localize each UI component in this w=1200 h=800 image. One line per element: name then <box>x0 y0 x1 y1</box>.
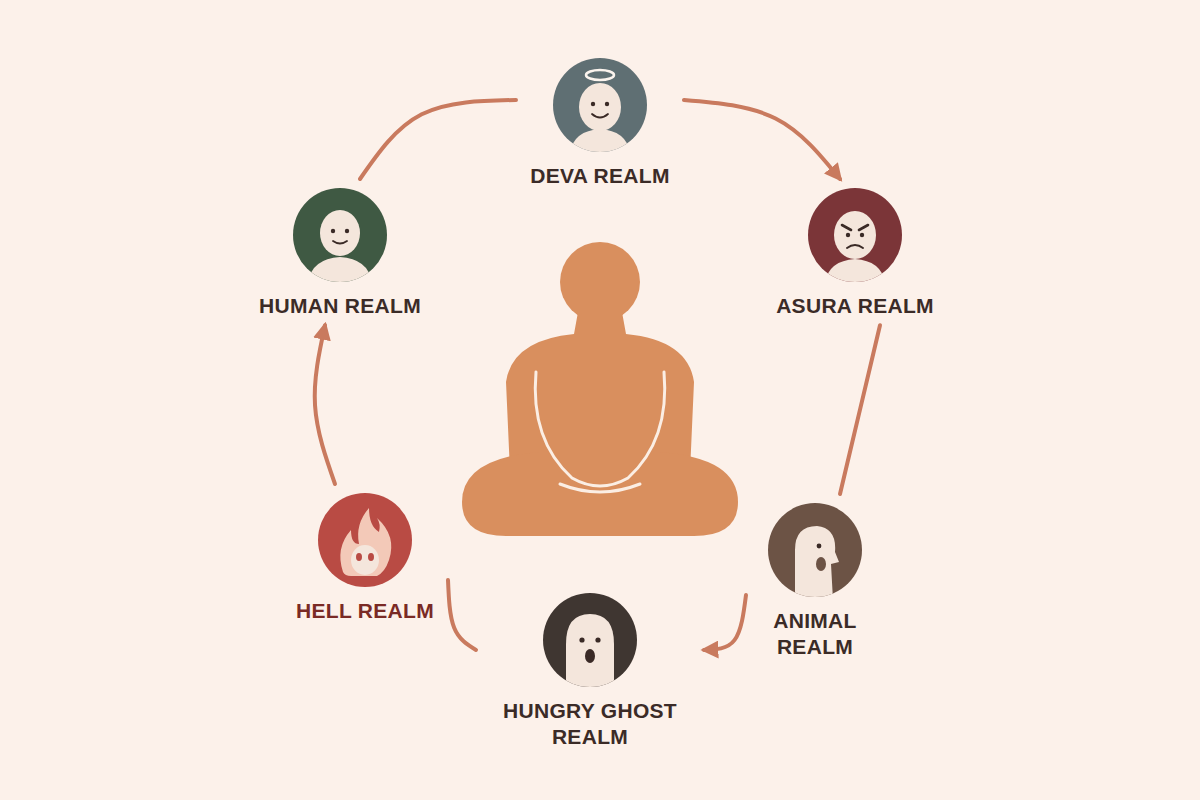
realm-label: DEVA REALM <box>530 163 670 189</box>
cycle-arrow <box>704 595 746 650</box>
meditating-figure <box>462 242 738 536</box>
realm-icon <box>765 500 865 600</box>
realm-icon <box>290 185 390 285</box>
realm-label: ASURA REALM <box>776 293 934 319</box>
realm-icon <box>550 55 650 155</box>
realm-node: HUMAN REALM <box>251 185 429 319</box>
realm-node: HUNGRY GHOST REALM <box>482 590 698 751</box>
cycle-arrow <box>315 325 335 484</box>
realm-icon <box>805 185 905 285</box>
cycle-arrow <box>840 325 880 494</box>
realm-icon <box>315 490 415 590</box>
realm-node: HELL REALM <box>288 490 442 624</box>
realm-node: DEVA REALM <box>522 55 678 189</box>
realm-label: HELL REALM <box>296 598 434 624</box>
realm-label: ANIMAL REALM <box>760 608 870 661</box>
cycle-arrow <box>360 100 516 179</box>
realm-label: HUMAN REALM <box>259 293 421 319</box>
cycle-arrow <box>448 580 476 650</box>
realm-icon <box>540 590 640 690</box>
realm-node: ASURA REALM <box>768 185 942 319</box>
realm-node: ANIMAL REALM <box>752 500 878 661</box>
cycle-arrow <box>684 100 840 179</box>
figure-arm-lines <box>535 372 665 492</box>
realm-label: HUNGRY GHOST REALM <box>490 698 690 751</box>
